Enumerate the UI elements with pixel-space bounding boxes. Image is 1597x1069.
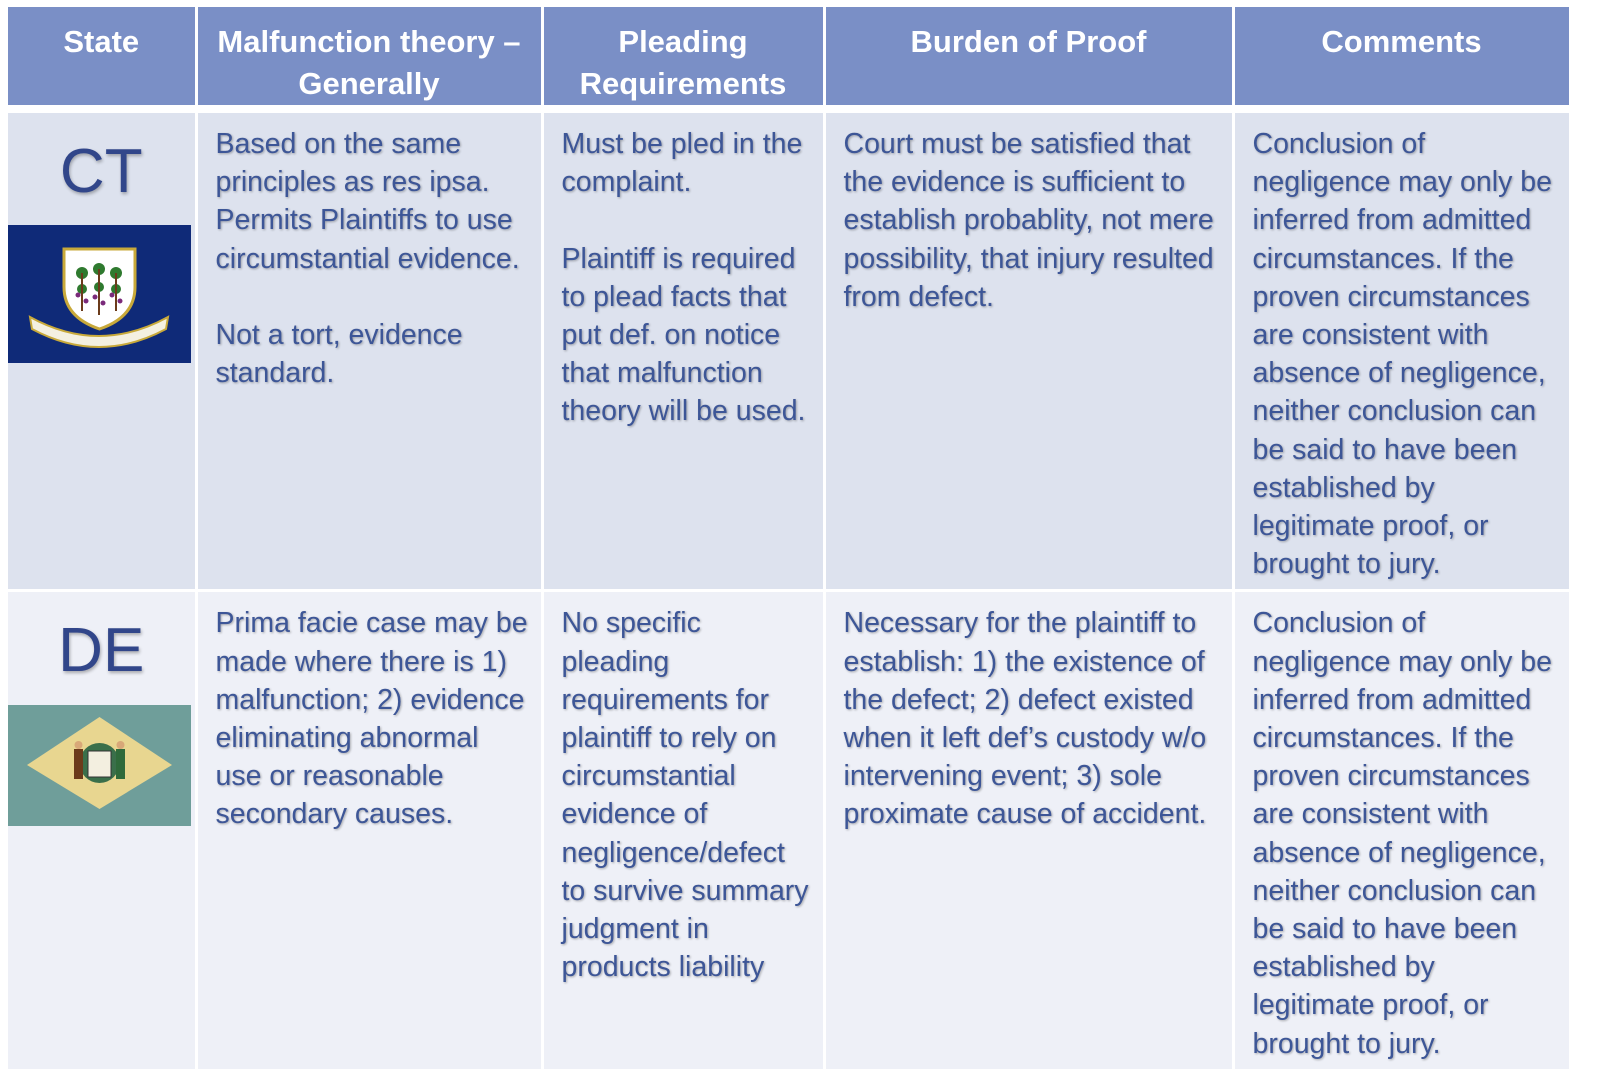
header-malfunction: Malfunction theory – Generally (194, 7, 544, 113)
state-abbr: DE (58, 616, 145, 686)
table-row-de: DE Prima facie case may be made where th… (8, 590, 1572, 1069)
delaware-flag-icon (8, 705, 191, 827)
cell-burden: Necessary for the plaintiff to establish… (822, 590, 1235, 1069)
header-state: State (8, 7, 198, 113)
cell-pleading: Must be pled in the complaint. Plaintiff… (540, 109, 826, 593)
cell-malfunction: Prima facie case may be made where there… (194, 590, 544, 1069)
cell-comments: Conclusion of negligence may only be inf… (1231, 590, 1572, 1069)
table-row-ct: CT (8, 109, 1572, 593)
cell-comments: Conclusion of negligence may only be inf… (1231, 109, 1572, 593)
connecticut-flag-icon (8, 225, 191, 363)
state-cell-ct: CT (8, 109, 198, 593)
cell-pleading: No specific pleading requirements for pl… (540, 590, 826, 1069)
state-law-table: State Malfunction theory – Generally Ple… (8, 7, 1572, 1069)
header-pleading: Pleading Requirements (540, 7, 826, 113)
cell-malfunction: Based on the same principles as res ipsa… (194, 109, 544, 593)
header-comments: Comments (1231, 7, 1572, 113)
header-burden: Burden of Proof (822, 7, 1235, 113)
state-abbr: CT (59, 137, 143, 206)
cell-burden: Court must be satisfied that the evidenc… (822, 109, 1235, 593)
header-row: State Malfunction theory – Generally Ple… (8, 7, 1572, 113)
state-cell-de: DE (8, 590, 198, 1069)
